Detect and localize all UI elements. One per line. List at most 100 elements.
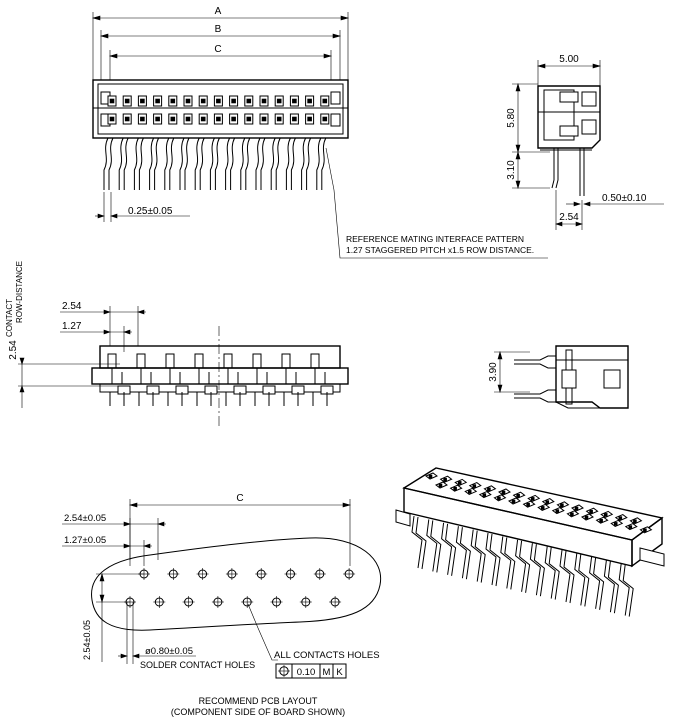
contact-tip — [185, 98, 191, 104]
dim-side-tail-label: 3.10 — [506, 160, 517, 180]
section-contact-arm — [314, 368, 326, 385]
contact-tip — [307, 98, 312, 104]
pin-lead — [245, 137, 251, 190]
pin-lead — [255, 137, 261, 190]
iso-contact-tip — [497, 496, 501, 501]
iso-contact-tip — [467, 490, 472, 494]
tolerance-value: 0.10 — [297, 667, 316, 678]
contact-tip — [200, 98, 206, 104]
section-view: CONTACT ROW-DISTANCE 2.54 2.54 1.27 — [5, 261, 349, 426]
section-contact-arm — [227, 368, 239, 385]
dim-b-label: B — [215, 24, 222, 35]
iso-contact-tip — [643, 528, 647, 533]
pin-lead — [133, 137, 139, 190]
dim-hole-diameter-label: ø0.80±0.05 — [145, 646, 193, 657]
pin-lead — [260, 137, 266, 190]
pin-lead — [184, 137, 190, 190]
dim-pitch-127-label: 1.27 — [62, 321, 82, 332]
iso-contact-tip — [599, 518, 603, 523]
pin-lead — [138, 137, 144, 190]
iso-pin — [529, 543, 541, 596]
iso-contact-tip — [574, 506, 579, 511]
pin-lead — [164, 137, 170, 190]
dim-pitch-254-label: 2.54 — [62, 301, 82, 312]
iso-pins — [411, 515, 634, 617]
tolerance-k: K — [336, 667, 343, 678]
iso-pin — [504, 537, 516, 590]
dim-a-label: A — [215, 6, 222, 17]
iso-contact-tip — [516, 493, 520, 498]
iso-contact-tip — [584, 515, 589, 520]
iso-contact-tip — [428, 474, 433, 479]
iso-pin — [515, 539, 527, 592]
pcb-layout: C 2.54±0.05 1.27±0.05 2.54±0.05 ø0.80±0.… — [62, 493, 382, 717]
iso-pin — [548, 547, 560, 600]
contact-tip — [322, 116, 328, 122]
contact-tip — [185, 116, 191, 122]
iso-contact-tip — [628, 525, 633, 529]
pin-lead — [290, 137, 296, 190]
section-contact — [194, 353, 204, 369]
iso-pin — [470, 529, 482, 582]
contact-tip — [109, 116, 115, 122]
iso-contact-tip — [472, 484, 477, 488]
contact-tip — [292, 116, 297, 122]
contact-tip — [200, 116, 206, 122]
dim-side-tail-width-label: 2.54 — [559, 212, 579, 223]
contact-tip — [231, 98, 236, 104]
contact-tip — [170, 116, 176, 122]
row-distance-value: 2.54 — [8, 340, 19, 360]
pin-lead — [225, 137, 231, 190]
section-contact — [310, 353, 320, 369]
contact-tip — [155, 98, 160, 104]
iso-contact-tip — [482, 493, 487, 497]
iso-contact-tip — [443, 477, 447, 482]
pin-lead — [103, 137, 109, 190]
iso-pin — [519, 540, 531, 593]
iso-pin — [415, 516, 427, 570]
dim-side2-height-label: 3.90 — [488, 362, 499, 382]
isometric-view — [395, 467, 665, 617]
all-holes-label: ALL CONTACTS HOLES — [274, 650, 380, 661]
front-contacts — [107, 95, 330, 125]
dim-layout-pitch-254-label: 2.54±0.05 — [64, 513, 106, 524]
side-view-2: 3.90 — [488, 345, 629, 409]
contact-tip — [292, 98, 297, 104]
contact-tip — [322, 98, 328, 104]
contact-tip — [246, 116, 252, 122]
iso-contact-tip — [555, 509, 560, 513]
iso-contact-tip — [589, 509, 593, 514]
iso-contact-tip — [530, 497, 535, 501]
section-contact-arm — [111, 368, 123, 385]
pin-lead — [169, 137, 175, 190]
pin-lead — [123, 137, 129, 190]
iso-pin — [500, 536, 512, 589]
section-contact-arm — [256, 368, 268, 385]
section-contacts — [107, 353, 334, 406]
front-pins — [103, 137, 327, 190]
section-contact — [281, 353, 291, 369]
dim-layout-pitch-127-label: 1.27±0.05 — [64, 535, 106, 546]
iso-pin — [559, 549, 571, 603]
reference-note-line-2: 1.27 STAGGERED PITCH x1.5 ROW DISTANCE. — [346, 245, 534, 255]
iso-pin — [544, 546, 556, 599]
pin-lead — [179, 137, 185, 190]
pin-lead — [275, 137, 281, 190]
iso-contact-tip — [560, 503, 564, 508]
iso-contact-tip — [540, 506, 545, 510]
section-contact-arm — [140, 368, 152, 385]
dim-side-width-label: 5.00 — [559, 54, 579, 65]
contact-tip — [246, 98, 252, 104]
side-view: 5.00 5.80 3.10 2.54 — [506, 54, 664, 230]
contact-tip — [276, 98, 282, 104]
iso-pin — [474, 530, 486, 583]
iso-pin — [618, 563, 630, 616]
tolerance-m: M — [323, 667, 331, 678]
contact-tip — [276, 116, 282, 122]
iso-pin — [459, 527, 471, 580]
iso-pin — [411, 515, 423, 569]
iso-contact-tip — [633, 519, 637, 524]
pin-lead — [301, 137, 307, 190]
iso-contact-tip — [526, 502, 530, 507]
section-contact — [107, 353, 117, 369]
